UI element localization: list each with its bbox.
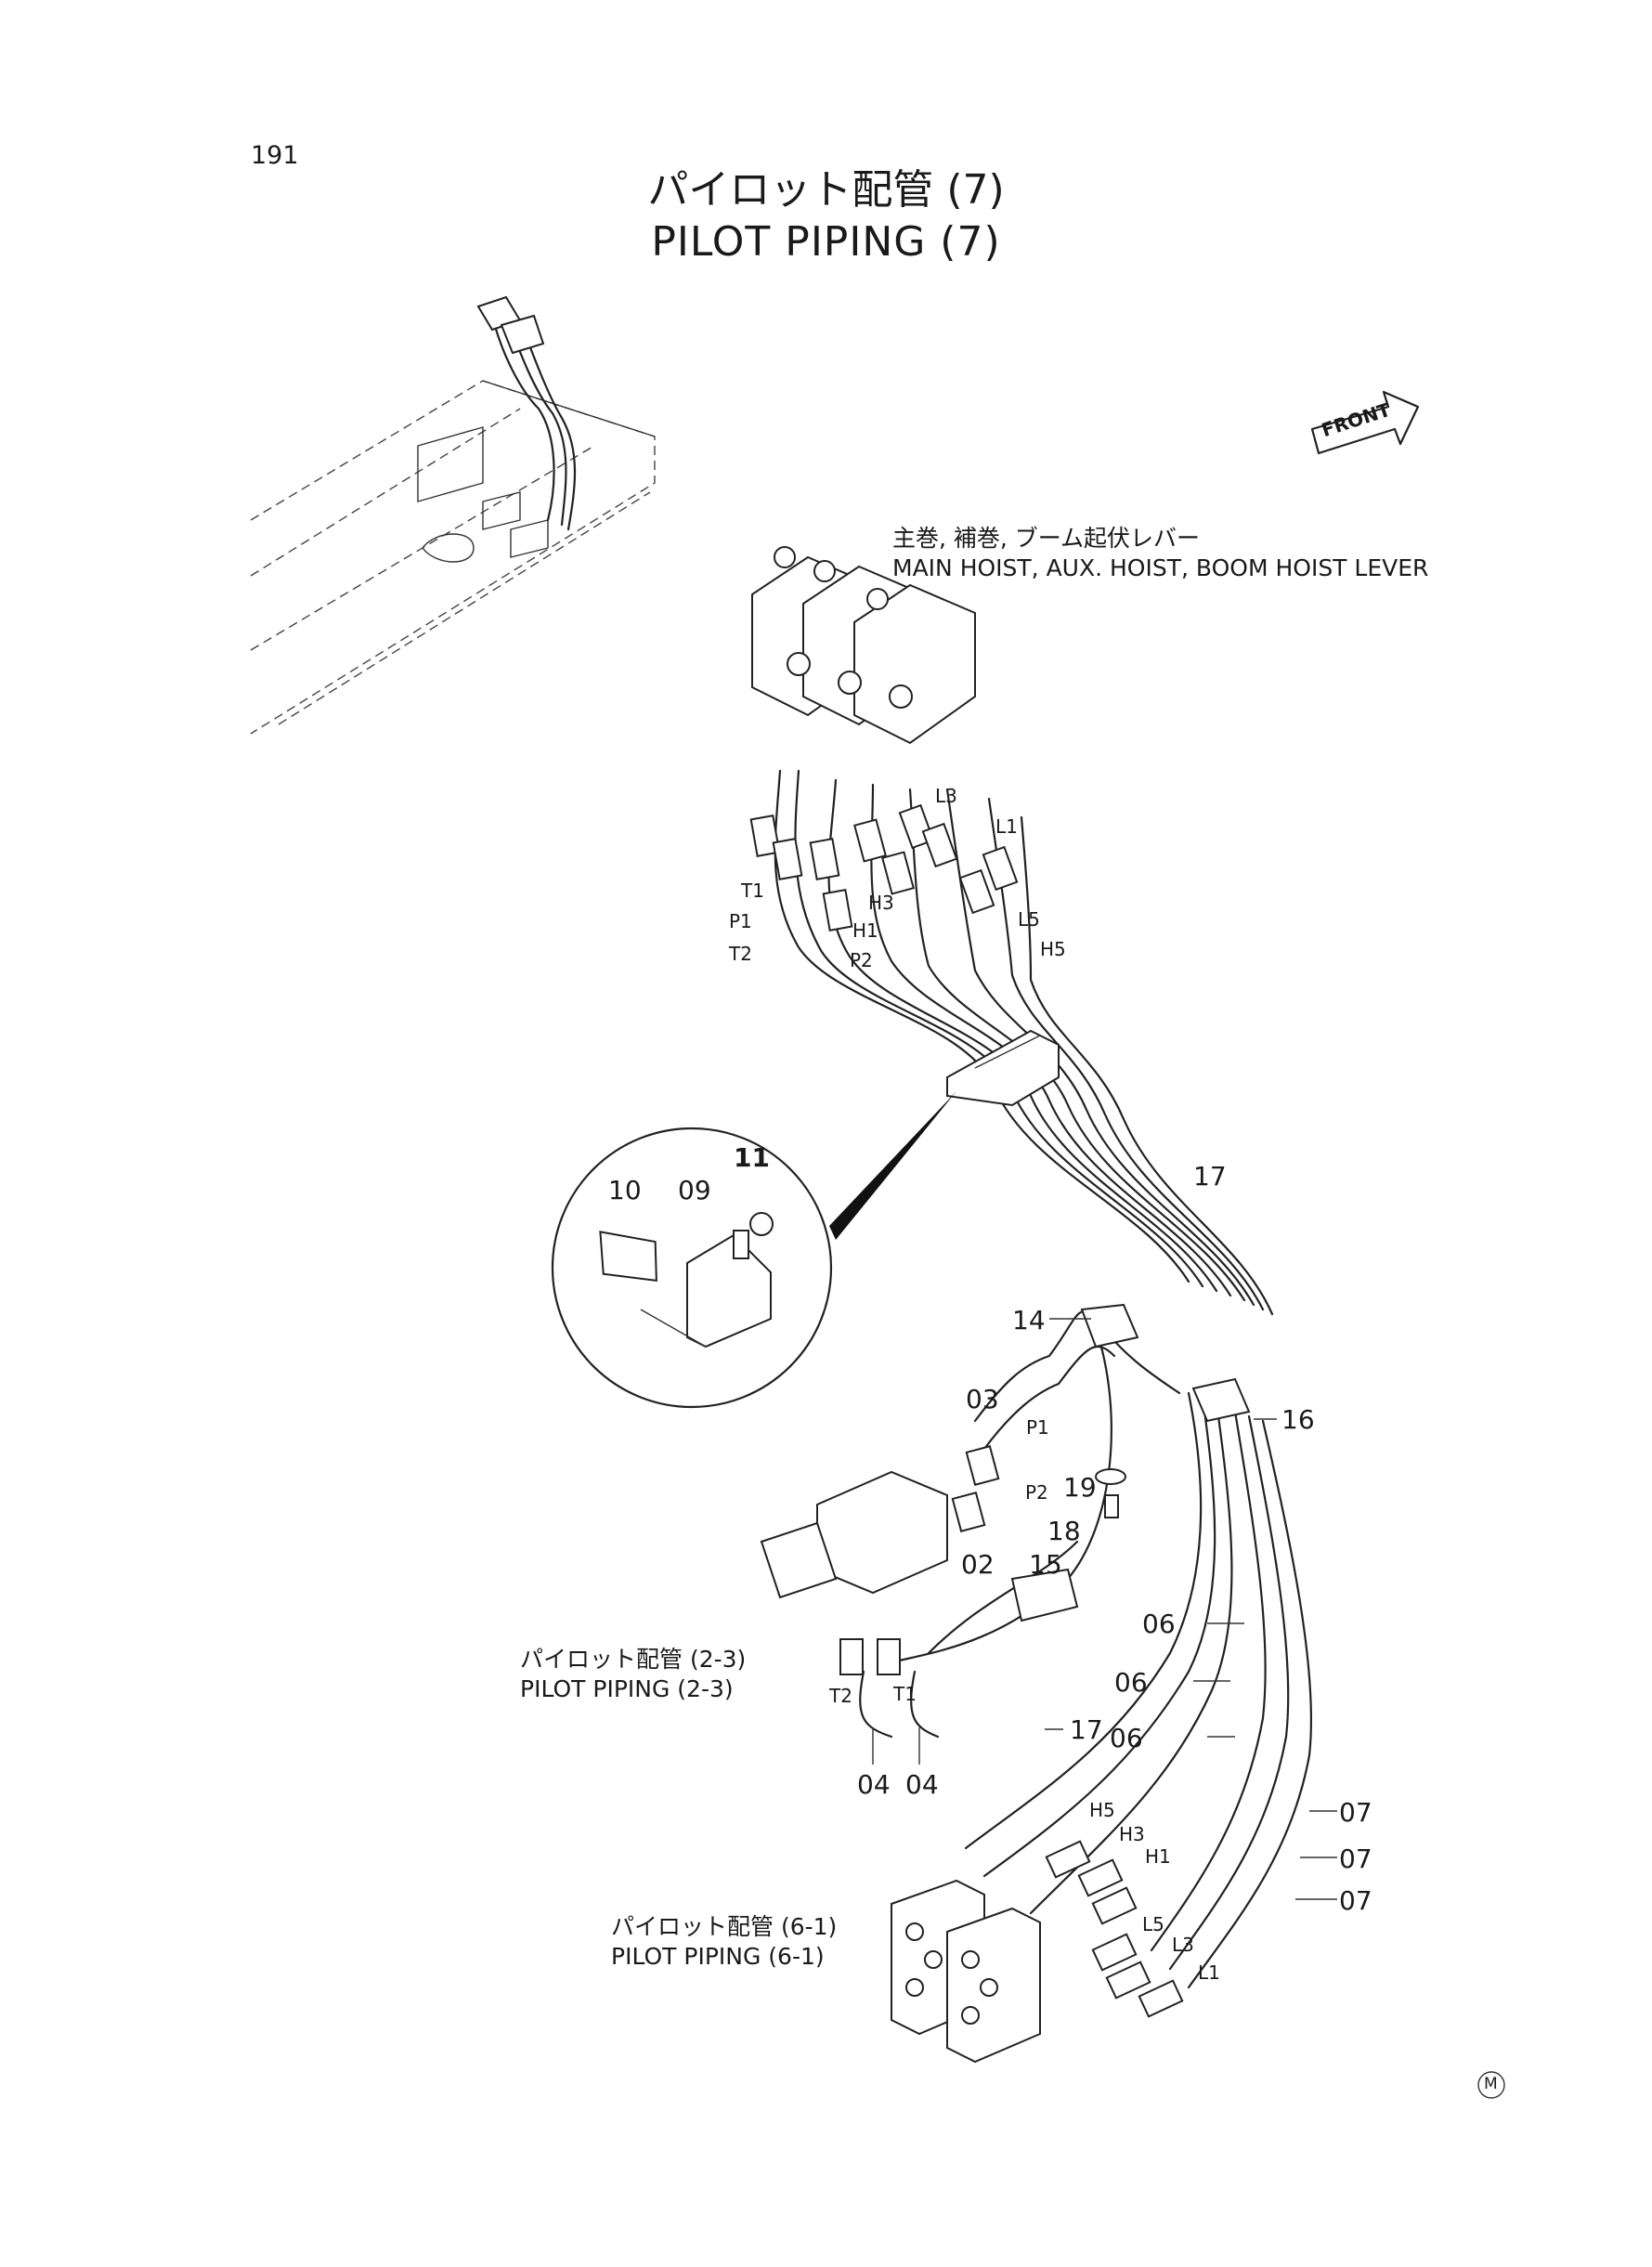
ref-piping-6-1-ja: パイロット配管 (6-1) <box>611 1913 838 1940</box>
part-number: 11 <box>734 1142 770 1173</box>
port-label: H1 <box>852 919 878 942</box>
part-number: 07 <box>1339 1797 1372 1828</box>
part-number: 10 <box>608 1175 642 1205</box>
ref-piping-6-1-en: PILOT PIPING (6-1) <box>611 1943 825 1970</box>
part-number: 04 <box>905 1769 939 1800</box>
page-number: 191 <box>251 141 299 170</box>
part-number: 15 <box>1029 1549 1062 1580</box>
part-number: 06 <box>1110 1723 1143 1753</box>
port-label: H3 <box>868 892 894 914</box>
part-number: 02 <box>961 1549 995 1580</box>
port-label: L1 <box>995 815 1018 838</box>
part-number: 17 <box>1070 1714 1103 1745</box>
lower-valve-block <box>891 1840 1184 2064</box>
part-number: 04 <box>857 1769 891 1800</box>
port-label: T1 <box>741 879 764 902</box>
part-number: 07 <box>1339 1844 1372 1874</box>
part-number: 17 <box>1193 1161 1227 1192</box>
port-label: H5 <box>1040 938 1066 960</box>
part-number: 06 <box>1114 1667 1148 1698</box>
bracket-assembly <box>946 1029 1060 1107</box>
port-label: L3 <box>935 785 957 807</box>
ref-piping-2-3-ja: パイロット配管 (2-3) <box>520 1646 747 1673</box>
machine-frame-context-view <box>250 295 656 735</box>
part-number: 18 <box>1047 1516 1081 1546</box>
part-number: 03 <box>966 1384 999 1414</box>
lever-label-en: MAIN HOIST, AUX. HOIST, BOOM HOIST LEVER <box>892 554 1429 581</box>
port-label: P2 <box>850 949 873 971</box>
port-label: P1 <box>1026 1416 1049 1439</box>
lever-label-ja: 主巻, 補巻, ブーム起伏レバー <box>892 525 1201 552</box>
port-label: P1 <box>729 910 752 932</box>
part-number: 07 <box>1339 1885 1372 1916</box>
leader-lines <box>872 1318 1337 1900</box>
port-label: T2 <box>729 943 752 965</box>
part-number: 14 <box>1012 1305 1046 1335</box>
port-label: H1 <box>1145 1845 1171 1868</box>
lower-clamps <box>1010 1303 1251 1622</box>
page-title-en: PILOT PIPING (7) <box>651 218 1001 266</box>
port-label: L3 <box>1172 1934 1194 1956</box>
corner-mark <box>1477 2071 1505 2099</box>
port-label: T2 <box>829 1685 852 1707</box>
part-number: 16 <box>1281 1404 1315 1435</box>
front-arrow-icon <box>1310 390 1420 455</box>
ref-piping-2-3-en: PILOT PIPING (2-3) <box>520 1675 734 1702</box>
part-number: 09 <box>678 1175 711 1205</box>
page-title-ja: パイロット配管 (7) <box>647 166 1005 214</box>
detail-callout <box>551 1091 956 1409</box>
port-label: L5 <box>1018 908 1040 931</box>
pilot-valve-levers <box>751 546 976 745</box>
port-label: L1 <box>1198 1961 1220 1984</box>
part-number: 19 <box>1063 1472 1097 1503</box>
port-label: T1 <box>893 1683 917 1705</box>
mid-valve-block <box>760 1445 1000 1675</box>
port-label: H3 <box>1119 1823 1145 1845</box>
port-label: P2 <box>1025 1481 1048 1504</box>
port-label: L5 <box>1142 1913 1164 1935</box>
part-number: 06 <box>1142 1609 1176 1639</box>
corner-mark-label: M <box>1484 2075 1498 2093</box>
hose-fittings-top <box>749 803 1019 932</box>
port-label: H5 <box>1089 1799 1115 1821</box>
